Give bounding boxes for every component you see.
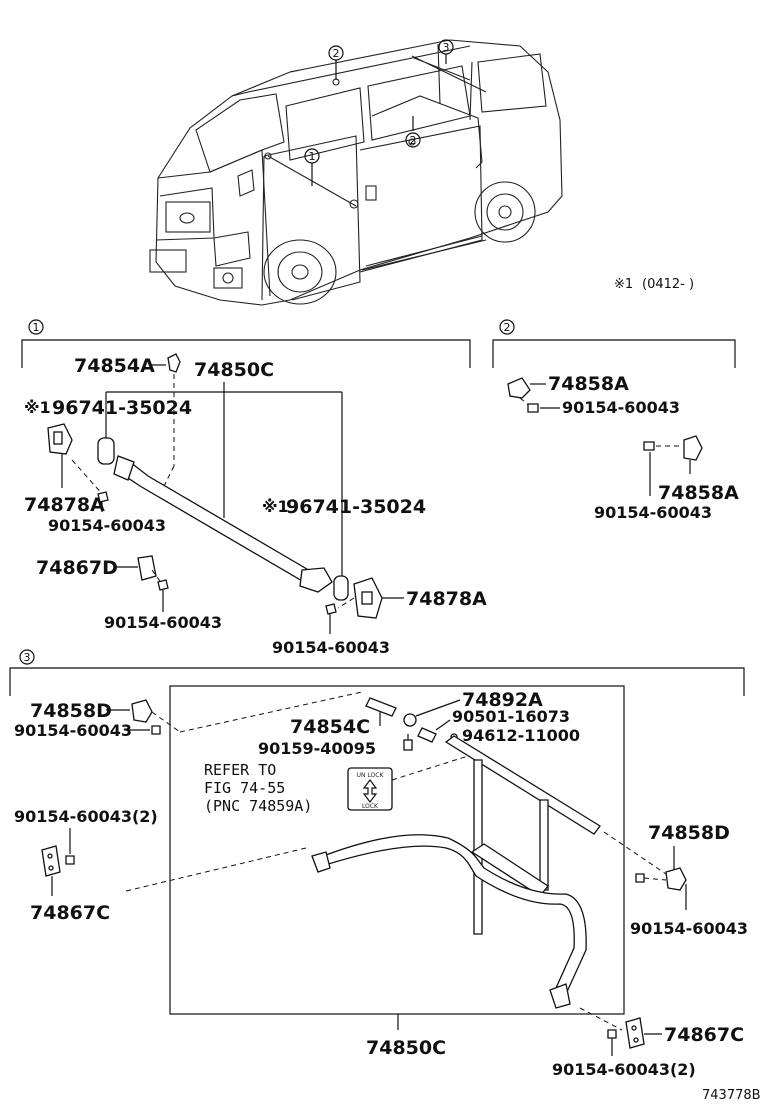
note-mark-b: ※1 bbox=[262, 497, 289, 516]
label-74858A-bottom: 74858A bbox=[658, 482, 739, 504]
label-90154-60043-qty2-left: 90154-60043(2) bbox=[14, 807, 158, 826]
label-96741-35024-a: 96741-35024 bbox=[52, 397, 192, 419]
label-90154-60043-a: 90154-60043 bbox=[48, 516, 166, 535]
van-callout-3: 3 bbox=[443, 41, 450, 54]
range-note-mark: ※1 bbox=[614, 277, 633, 292]
refer-line-1: REFER TO bbox=[204, 761, 276, 779]
section-1: 1 74854A 74850C ※1 96741-35024 74878A 90… bbox=[21, 319, 487, 657]
label-90154-60043-top: 90154-60043 bbox=[562, 398, 680, 417]
lock-plate bbox=[347, 767, 393, 811]
section-3-callout: 3 bbox=[24, 651, 31, 664]
label-74854A: 74854A bbox=[74, 355, 155, 377]
label-74867C-left: 74867C bbox=[30, 902, 110, 924]
label-90154-60043-bottom: 90154-60043 bbox=[594, 503, 712, 522]
label-90154-60043-qty2-right: 90154-60043(2) bbox=[552, 1060, 696, 1079]
label-90154-60043-b: 90154-60043 bbox=[104, 613, 222, 632]
lock-plate-lock: LOCK bbox=[362, 803, 379, 810]
lock-plate-unlock: UN LOCK bbox=[357, 772, 385, 779]
label-90159-40095: 90159-40095 bbox=[258, 739, 376, 758]
label-74850C-bottom: 74850C bbox=[366, 1037, 446, 1059]
van-callout-2-middle: 2 bbox=[410, 134, 417, 147]
label-74892A: 74892A bbox=[462, 689, 543, 711]
van-callout-1: 1 bbox=[309, 150, 316, 163]
label-94612-11000: 94612-11000 bbox=[462, 726, 580, 745]
lock-arrow-icon bbox=[362, 779, 378, 803]
label-74867C-right: 74867C bbox=[664, 1024, 744, 1046]
label-74858D-right: 74858D bbox=[648, 822, 730, 844]
section-2: 2 74858A 90154-60043 74858A 90154-60043 bbox=[492, 319, 739, 522]
label-90154-60043-right: 90154-60043 bbox=[630, 919, 748, 938]
label-90154-60043-c: 90154-60043 bbox=[272, 638, 390, 657]
label-74858A-top: 74858A bbox=[548, 373, 629, 395]
van-callout-2-top: 2 bbox=[333, 47, 340, 60]
label-74854C: 74854C bbox=[290, 716, 370, 738]
refer-line-3: (PNC 74859A) bbox=[204, 797, 312, 815]
label-74867D: 74867D bbox=[36, 557, 118, 579]
section-1-callout: 1 bbox=[33, 321, 40, 334]
range-note-text: (0412- ) bbox=[642, 277, 694, 292]
label-74878A-left: 74878A bbox=[24, 494, 105, 516]
section-3: 3 74858D 90154-60043 74854C 74892A 90501… bbox=[9, 649, 748, 1079]
label-74878A-right: 74878A bbox=[406, 588, 487, 610]
label-90154-60043-left: 90154-60043 bbox=[14, 721, 132, 740]
figure-code: 743778B bbox=[702, 1088, 760, 1103]
label-96741-35024-b: 96741-35024 bbox=[286, 496, 426, 518]
refer-line-2: FIG 74-55 bbox=[204, 779, 285, 797]
label-90501-16073: 90501-16073 bbox=[452, 707, 570, 726]
van-illustration: 2 1 2 3 bbox=[149, 39, 563, 306]
section-2-callout: 2 bbox=[504, 321, 511, 334]
label-74850C: 74850C bbox=[194, 359, 274, 381]
note-mark-a: ※1 bbox=[24, 398, 51, 417]
label-74858D-left: 74858D bbox=[30, 700, 112, 722]
